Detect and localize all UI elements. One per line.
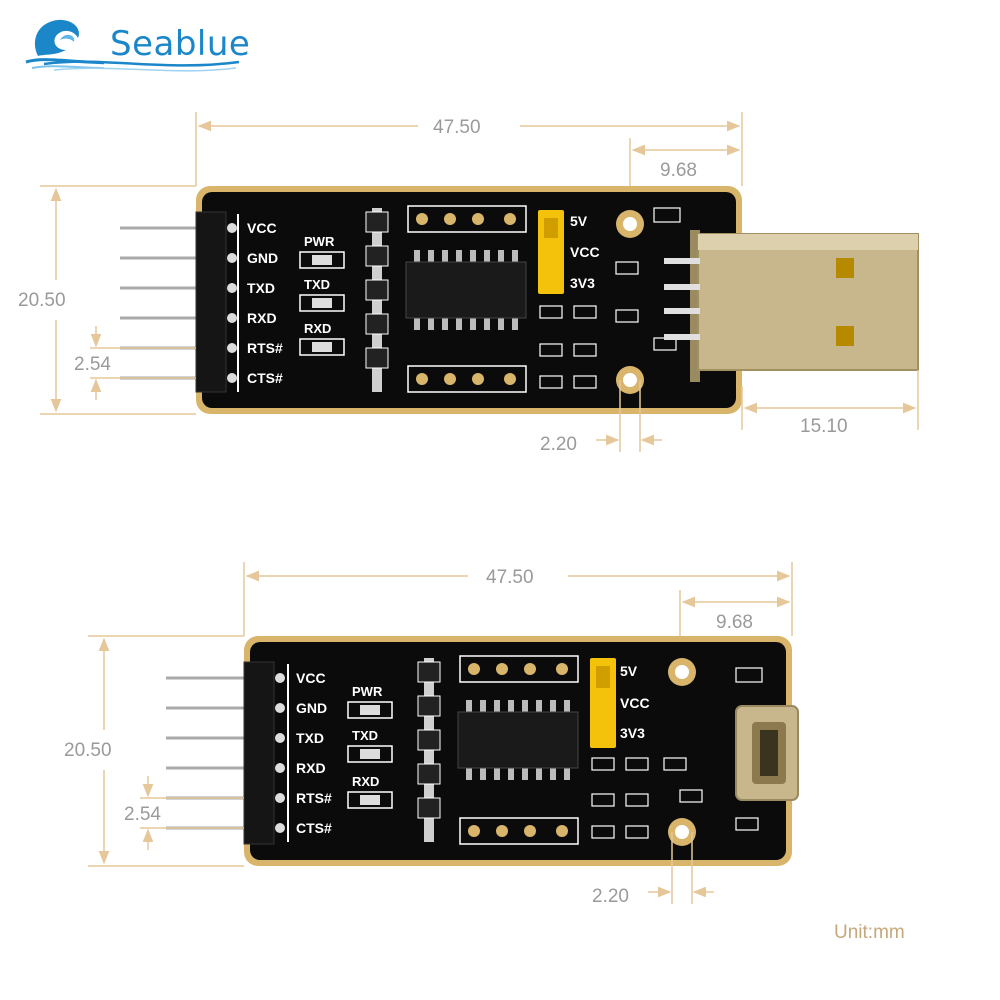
brand-logo: Seablue: [24, 10, 250, 74]
bottom-jumper-label: 3V3: [620, 725, 645, 741]
bottom-board-diagram: VCC GND TXD RXD RTS# CTS# PWR TXD RXD: [64, 562, 799, 907]
bottom-pin-label: VCC: [296, 670, 326, 686]
top-led-label: TXD: [304, 277, 330, 292]
top-jumper-label: VCC: [570, 244, 600, 260]
top-dim-connector-offset: 9.68: [660, 160, 697, 181]
top-led-label: PWR: [304, 234, 335, 249]
top-ic-chip: [405, 261, 527, 319]
top-pin-label: RXD: [247, 310, 277, 326]
brand-swoosh: [43, 60, 240, 72]
bottom-header-housing: [243, 661, 275, 845]
bottom-header-pins: [166, 676, 244, 830]
top-led-label: RXD: [304, 321, 331, 336]
brand-name: Seablue: [110, 24, 251, 64]
bottom-ic-chip: [457, 711, 579, 769]
top-dim-length: 47.50: [433, 117, 481, 138]
bottom-jumper-label: VCC: [620, 695, 650, 711]
top-pin-label: RTS#: [247, 340, 283, 356]
bottom-dim-hole: 2.20: [592, 886, 629, 907]
top-pin-label: TXD: [247, 280, 275, 296]
bottom-dim-pin-pitch: 2.54: [124, 804, 161, 825]
bottom-dim-connector-offset: 9.68: [716, 612, 753, 633]
top-pin-label: CTS#: [247, 370, 283, 386]
top-dim-pin-pitch: 2.54: [74, 354, 111, 375]
top-header-pins: [120, 226, 196, 380]
top-jumper-label: 5V: [570, 213, 588, 229]
micro-usb-port: [735, 705, 799, 801]
bottom-jumper-label: 5V: [620, 663, 638, 679]
bottom-dim-length: 47.50: [486, 567, 534, 588]
top-dim-hole: 2.20: [540, 434, 577, 455]
unit-label: Unit:mm: [834, 922, 905, 943]
bottom-led-label: PWR: [352, 684, 383, 699]
top-board-diagram: VCC GND TXD RXD RTS# CTS# PWR TXD RXD: [18, 112, 919, 455]
top-header-housing: [195, 211, 227, 393]
bottom-pin-label: TXD: [296, 730, 324, 746]
bottom-led-label: TXD: [352, 728, 378, 743]
top-dim-width: 20.50: [18, 290, 66, 311]
top-dim-plug-length: 15.10: [800, 416, 848, 437]
top-jumper-label: 3V3: [570, 275, 595, 291]
top-pin-label: VCC: [247, 220, 277, 236]
bottom-pin-label: GND: [296, 700, 327, 716]
bottom-dim-width: 20.50: [64, 740, 112, 761]
bottom-pin-label: RXD: [296, 760, 326, 776]
usb-a-plug: [664, 230, 919, 382]
top-pin-label: GND: [247, 250, 278, 266]
bottom-pin-label: CTS#: [296, 820, 332, 836]
bottom-led-label: RXD: [352, 774, 379, 789]
bottom-pin-label: RTS#: [296, 790, 332, 806]
